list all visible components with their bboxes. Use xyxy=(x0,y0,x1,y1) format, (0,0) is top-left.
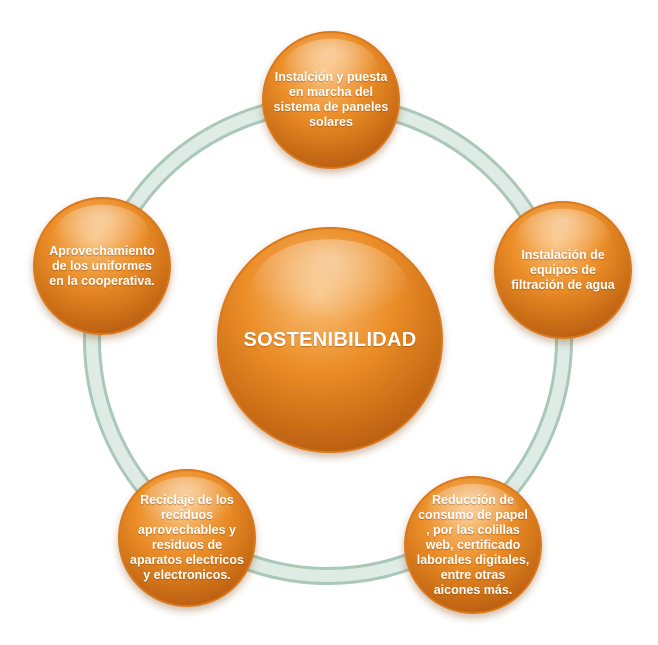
center-circle-highlight xyxy=(251,239,409,340)
node-circle-2-highlight xyxy=(515,208,611,270)
node-circle-1-highlight xyxy=(283,38,379,100)
node-circle-5-highlight xyxy=(54,204,150,266)
node-circle-4-highlight xyxy=(139,476,235,538)
node-circle-3-highlight xyxy=(425,483,521,545)
